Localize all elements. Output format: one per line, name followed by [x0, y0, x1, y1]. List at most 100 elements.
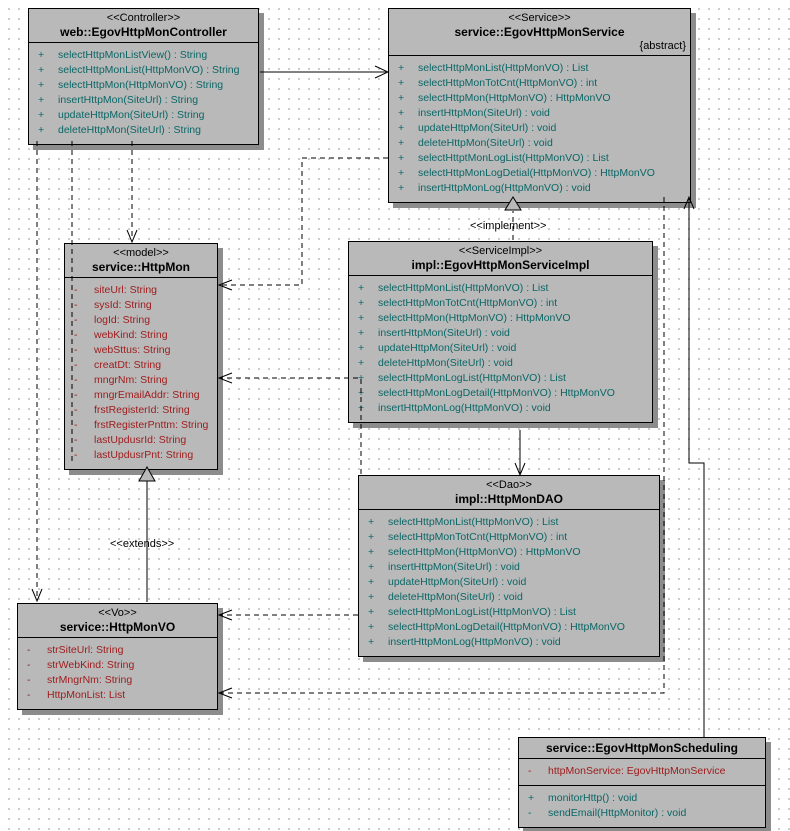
member-signature: insertHttpMon(SiteUrl) : void	[418, 107, 550, 119]
member-row: +insertHttpMon(SiteUrl) : String	[29, 93, 258, 108]
connector-vo-extends-httpmon	[138, 465, 156, 602]
member-signature: monitorHttp() : void	[548, 792, 638, 804]
visibility-marker: -	[74, 449, 78, 461]
member-signature: selectHttpMonListView() : String	[58, 49, 208, 61]
member-row: +selectHttpMonLogDetial(HttpMonVO) : Htt…	[389, 166, 690, 181]
class-stereotype: <<Vo>>	[98, 607, 137, 619]
visibility-marker: -	[74, 344, 78, 356]
member-signature: lastUpdusrPnt: String	[94, 449, 194, 461]
visibility-marker: -	[27, 644, 31, 656]
member-signature: strMngrNm: String	[47, 674, 133, 686]
class-attributes: -siteUrl: String-sysId: String-logId: St…	[65, 278, 217, 469]
member-signature: strSiteUrl: String	[47, 644, 124, 656]
class-controller[interactable]: <<Controller>> web::EgovHttpMonControlle…	[28, 8, 259, 145]
member-row: +selectHttpMon(HttpMonVO) : String	[29, 78, 258, 93]
member-signature: frstRegisterId: String	[94, 404, 190, 416]
member-signature: selectHttpMon(HttpMonVO) : HttpMonVO	[388, 546, 581, 558]
member-row: +selectHttpMonLogList(HttpMonVO) : List	[349, 371, 652, 386]
visibility-marker: +	[398, 62, 405, 74]
class-scheduling[interactable]: service::EgovHttpMonScheduling -httpMonS…	[518, 737, 766, 828]
member-row: - sendEmail(HttpMonitor) : void	[519, 806, 765, 821]
member-signature: selectHttpMonLogList(HttpMonVO) : List	[378, 372, 566, 384]
member-row: +updateHttpMon(SiteUrl) : void	[349, 341, 652, 356]
visibility-marker: +	[368, 576, 375, 588]
member-signature: sendEmail(HttpMonitor) : void	[548, 807, 687, 819]
member-row: -logId: String	[65, 313, 217, 328]
member-row: +updateHttpMon(SiteUrl) : String	[29, 108, 258, 123]
member-row: + selectHttpMonLogList(HttpMonVO) : List	[359, 605, 659, 620]
member-signature: strWebKind: String	[47, 659, 135, 671]
visibility-marker: +	[398, 107, 405, 119]
visibility-marker: +	[358, 402, 365, 414]
class-stereotype: <<ServiceImpl>>	[458, 245, 543, 257]
connector-controller-to-httpmon	[126, 141, 138, 244]
member-row: +selectHttpMonList(HttpMonVO) : List	[359, 515, 659, 530]
member-signature: selectHttpMonLogDetail(HttpMonVO) : Http…	[378, 387, 615, 399]
member-signature: selectHttpMonList(HttpMonVO) : List	[418, 62, 589, 74]
member-row: + monitorHttp() : void	[519, 791, 765, 806]
member-signature: deleteHttpMon(SiteUrl) : String	[58, 124, 201, 136]
visibility-marker: +	[38, 49, 45, 61]
visibility-marker: -	[74, 329, 78, 341]
member-signature: webKind: String	[94, 329, 168, 341]
visibility-marker: +	[368, 546, 375, 558]
visibility-marker: +	[528, 792, 535, 804]
member-signature: updateHttpMon(SiteUrl) : String	[58, 109, 205, 121]
class-serviceimpl[interactable]: <<ServiceImpl>> impl::EgovHttpMonService…	[348, 241, 653, 423]
visibility-marker: +	[398, 137, 405, 149]
visibility-marker: +	[398, 92, 405, 104]
member-row: +deleteHttpMon(SiteUrl) : String	[29, 123, 258, 138]
visibility-marker: +	[368, 636, 375, 648]
class-methods: + monitorHttp() : void - sendEmail(HttpMoni…	[519, 785, 765, 827]
member-row: - frstRegisterPnttm: String	[65, 418, 217, 433]
member-signature: selectHttpMonTotCnt(HttpMonVO) : int	[418, 77, 598, 89]
class-title: <<Vo>> service::HttpMonVO	[18, 604, 217, 638]
visibility-marker: +	[398, 167, 405, 179]
class-service[interactable]: <<Service>> service::EgovHttpMonService …	[388, 8, 691, 203]
arrowhead-open	[31, 588, 43, 603]
connector-serviceimpl-to-dao	[514, 430, 526, 477]
member-row: -lastUpdusrId: String	[65, 433, 217, 448]
visibility-marker: +	[368, 606, 375, 618]
arrowhead-open	[217, 372, 233, 384]
connector-line	[688, 199, 705, 737]
class-methods: +selectHttpMonListView() : String+select…	[29, 43, 258, 144]
member-signature: selectHttptMonLogList(HttpMonVO) : List	[418, 152, 609, 164]
member-signature: updateHttpMon(SiteUrl) : void	[418, 122, 557, 134]
connector-dao-to-vo	[217, 609, 358, 621]
member-signature: selectHttpMonLogDetail(HttpMonVO) : Http…	[388, 621, 625, 633]
member-signature: selectHttpMonLogList(HttpMonVO) : List	[388, 606, 576, 618]
class-attributes: -httpMonService: EgovHttpMonService	[519, 759, 765, 785]
member-signature: sysId: String	[94, 299, 152, 311]
member-row: + updateHttpMon(SiteUrl) : void	[359, 575, 659, 590]
member-signature: logId: String	[94, 314, 151, 326]
member-signature: creatDt: String	[94, 359, 162, 371]
member-row: +selectHttpMonTotCnt(HttpMonVO) : int	[359, 530, 659, 545]
member-signature: updateHttpMon(SiteUrl) : void	[388, 576, 527, 588]
connector-controller-to-service	[260, 65, 390, 79]
member-signature: selectHttpMonTotCnt(HttpMonVO) : int	[378, 297, 558, 309]
class-title: <<Dao>> impl::HttpMonDAO	[359, 476, 659, 510]
class-httpmon[interactable]: <<model>> service::HttpMon -siteUrl: Str…	[64, 243, 218, 470]
visibility-marker: +	[38, 94, 45, 106]
visibility-marker: -	[528, 807, 532, 819]
member-signature: selectHttpMon(HttpMonVO) : String	[58, 79, 224, 91]
class-stereotype: <<Controller>>	[106, 12, 181, 24]
visibility-marker: -	[74, 284, 78, 296]
member-signature: insertHttpMon(SiteUrl) : void	[378, 327, 510, 339]
member-signature: insertHttpMonLog(HttpMonVO) : void	[378, 402, 551, 414]
visibility-marker: -	[74, 359, 78, 371]
visibility-marker: +	[368, 621, 375, 633]
member-row: + selectHttpMonTotCnt(HttpMonVO) : int	[349, 296, 652, 311]
visibility-marker: -	[74, 419, 78, 431]
class-dao[interactable]: <<Dao>> impl::HttpMonDAO +selectHttpMonL…	[358, 475, 660, 657]
visibility-marker: +	[358, 297, 365, 309]
class-vo[interactable]: <<Vo>> service::HttpMonVO - strSiteUrl: S…	[17, 603, 218, 710]
member-signature: selectHttpMonList(HttpMonVO) : List	[388, 516, 559, 528]
member-signature: frstRegisterPnttm: String	[94, 419, 209, 431]
visibility-marker: +	[368, 591, 375, 603]
member-row: -httpMonService: EgovHttpMonService	[519, 764, 765, 779]
class-title: <<ServiceImpl>> impl::EgovHttpMonService…	[349, 242, 652, 276]
member-row: -siteUrl: String	[65, 283, 217, 298]
member-signature: httpMonService: EgovHttpMonService	[548, 765, 726, 777]
